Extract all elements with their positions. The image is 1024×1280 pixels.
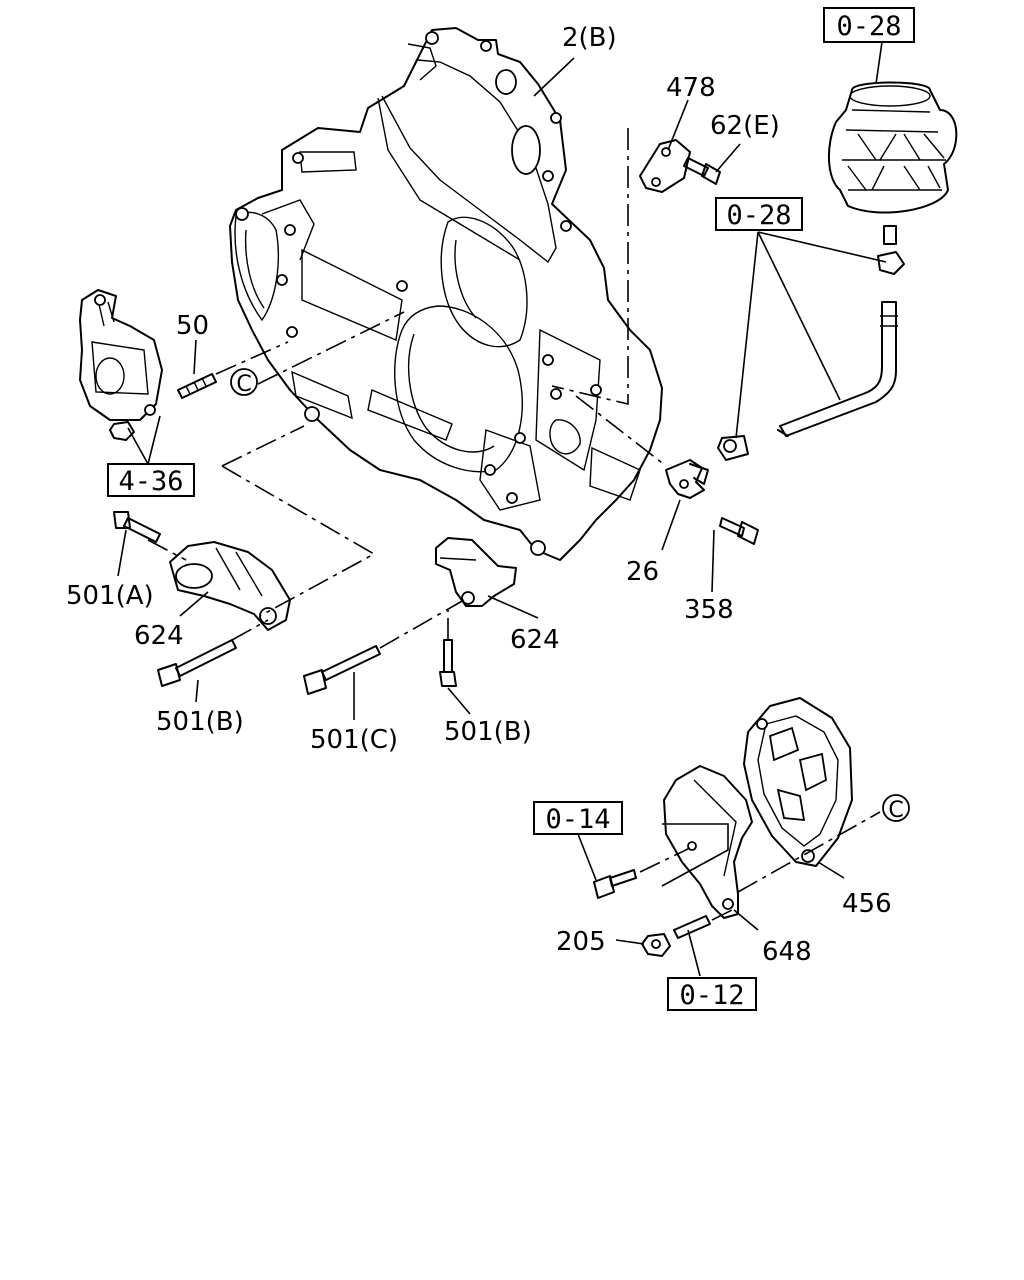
bolt-0-14 [593, 869, 637, 899]
label-bolt-c: 501(C) [310, 725, 398, 755]
label-nut: 205 [556, 927, 606, 957]
sensor [665, 459, 709, 499]
ref-bolt-group: 0-14 [533, 801, 623, 835]
ref-breather-top: 0-28 [823, 7, 915, 43]
svg-text:C: C [888, 798, 903, 823]
nut [641, 933, 671, 957]
label-stud: 50 [176, 311, 209, 341]
svg-text:0-14: 0-14 [545, 804, 610, 835]
sensor-bolt [719, 517, 759, 545]
label-damper-plate: 648 [762, 937, 812, 967]
ref-stud-group: 0-12 [667, 977, 757, 1011]
pump-nut [109, 421, 135, 441]
ref-pump: 4-36 [107, 463, 195, 497]
label-insulator: 456 [842, 889, 892, 919]
label-housing: 2(B) [562, 23, 617, 53]
damper-plate [663, 765, 753, 919]
connector-lower: C [882, 794, 910, 823]
label-sensor: 26 [626, 557, 659, 587]
ref-breather-hose: 0-28 [715, 197, 803, 231]
label-bolt-b-left: 501(B) [156, 707, 244, 737]
pump-assembly [79, 289, 163, 421]
breather-assembly [827, 81, 958, 275]
insulator [743, 697, 853, 867]
svg-text:0-12: 0-12 [679, 980, 744, 1011]
svg-text:4-36: 4-36 [118, 466, 183, 497]
label-bracket-right: 624 [510, 625, 560, 655]
stud [177, 373, 217, 399]
breather-hose [717, 301, 898, 461]
label-cover-plate: 478 [666, 73, 716, 103]
label-sensor-bolt: 358 [684, 595, 734, 625]
bracket-right [435, 537, 517, 607]
bolt-a [113, 511, 161, 543]
label-bolt-a: 501(A) [66, 581, 154, 611]
connector-upper: C [230, 368, 258, 397]
bolt-b-right [439, 639, 457, 687]
cover-bolt [683, 157, 721, 185]
stud-0-12 [673, 915, 711, 939]
flywheel-housing [229, 27, 663, 561]
bolt-c [303, 645, 381, 695]
cover-plate [639, 139, 691, 193]
label-bolt-b-right: 501(B) [444, 717, 532, 747]
bracket-left [169, 541, 291, 631]
svg-text:0-28: 0-28 [726, 200, 791, 231]
svg-text:C: C [236, 372, 251, 397]
label-cover-bolt: 62(E) [710, 111, 780, 141]
housing-bolt-holes [235, 31, 602, 556]
bolt-b-left [157, 639, 237, 687]
dashed-alignment-lines [147, 128, 881, 921]
svg-text:0-28: 0-28 [836, 11, 901, 42]
leader-lines [117, 41, 887, 977]
label-bracket-left: 624 [134, 621, 184, 651]
